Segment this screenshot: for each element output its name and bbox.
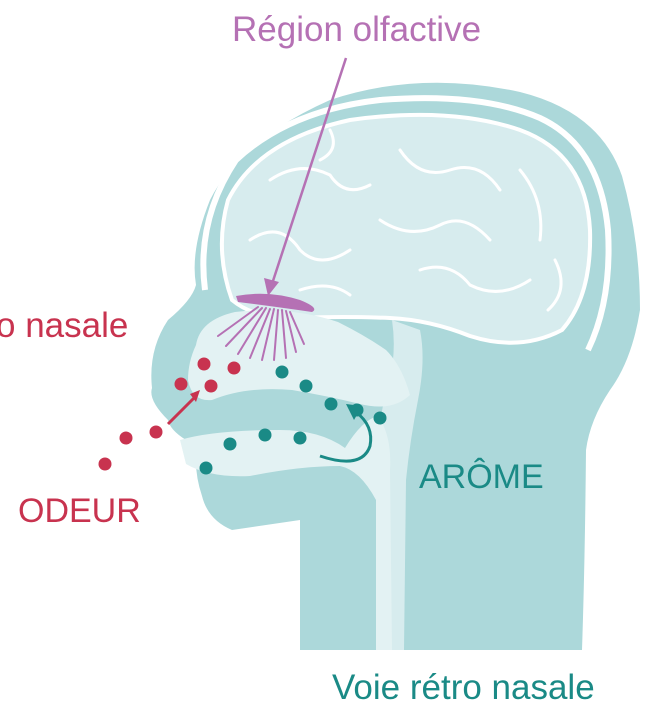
odor-dot xyxy=(150,426,163,439)
aroma-label: ARÔME xyxy=(419,460,544,494)
aroma-dot xyxy=(374,412,387,425)
odor-dot xyxy=(198,358,211,371)
odor-dot xyxy=(99,458,112,471)
aroma-dot xyxy=(300,380,313,393)
brain xyxy=(222,115,590,343)
aroma-dot xyxy=(259,429,272,442)
odor-label: ODEUR xyxy=(18,494,141,528)
retro-nasal-label: Voie rétro nasale xyxy=(332,670,595,705)
odor-dot xyxy=(175,378,188,391)
odor-dot xyxy=(228,362,241,375)
aroma-dot xyxy=(276,366,289,379)
ortho-nasal-label: o nasale xyxy=(0,308,128,343)
aroma-dot xyxy=(224,438,237,451)
aroma-dot xyxy=(294,432,307,445)
aroma-dot xyxy=(325,398,338,411)
odor-dot xyxy=(120,432,133,445)
aroma-dot xyxy=(200,462,213,475)
olfactory-region-label: Région olfactive xyxy=(232,12,481,47)
odor-dot xyxy=(205,380,218,393)
